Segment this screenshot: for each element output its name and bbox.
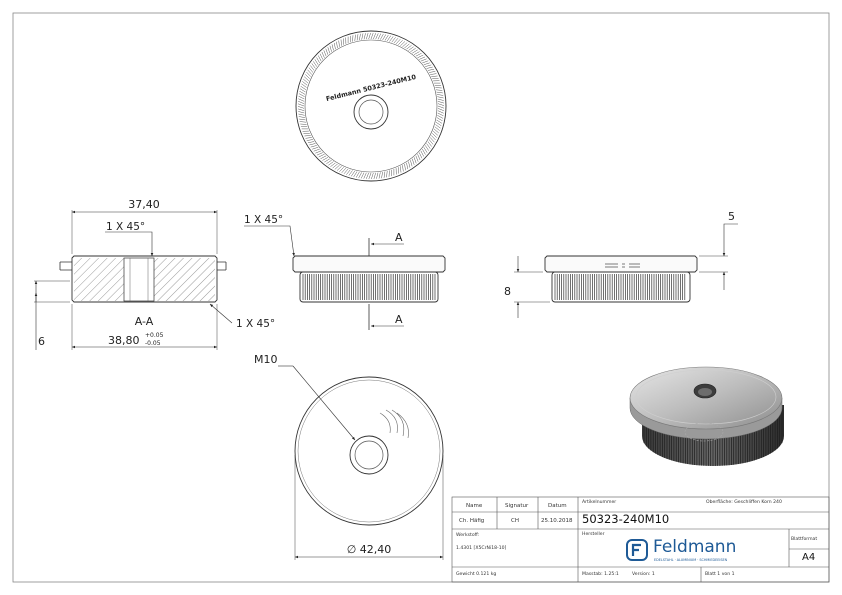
company-name: Feldmann	[653, 537, 737, 557]
tb-werkstoff-value: 1.4301 [X5CrNi18-10]	[456, 546, 507, 551]
dim-height-8: 8	[504, 285, 511, 298]
dim-overall-width: 37,40	[128, 198, 160, 211]
side-view: 5 8	[504, 210, 738, 318]
feldmann-logo: Feldmann EDELSTAHL · ALUMINIUM · SCHMIED…	[625, 536, 737, 568]
dim-side-chamfer: 1 X 45°	[244, 214, 283, 226]
engraving-text: Feldmann 50323-240M10	[325, 73, 417, 103]
tb-version: Version: 1	[632, 572, 655, 577]
front-view: 1 X 45° A A	[244, 214, 446, 330]
tb-header-datum: Datum	[548, 503, 567, 509]
knurl-ring	[297, 32, 445, 180]
tb-blattformat-label: Blattformat	[791, 537, 818, 542]
tb-blatt: Blatt 1 von 1	[705, 572, 735, 577]
dim-thread: M10	[254, 353, 278, 366]
section-label: A-A	[135, 315, 154, 328]
dim-diameter: ∅ 42,40	[347, 543, 392, 556]
tb-role: Ch. Häfig	[459, 518, 485, 524]
tb-artikel-label: Artikelnummer	[582, 500, 617, 505]
tb-massstab: Masstab: 1.25:1	[582, 572, 619, 577]
tb-blattformat-value: A4	[802, 552, 816, 563]
dim-top-chamfer: 1 X 45°	[106, 221, 145, 233]
dim-base-width: 38,80	[108, 334, 140, 347]
tb-date: 25.10.2018	[541, 518, 573, 524]
sheet-border	[12, 12, 830, 583]
company-tagline: EDELSTAHL · ALUMINIUM · SCHMIEDEEISEN	[654, 558, 728, 562]
tb-signature: CH	[511, 518, 519, 524]
tb-werkstoff-label: Werkstoff:	[456, 533, 480, 538]
tb-header-signatur: Signatur	[505, 503, 529, 509]
dim-bottom-chamfer: 1 X 45°	[236, 318, 275, 330]
section-view-a-a: 37,40 1 X 45° A-A 38,80 +0.05 -0.05 6 1 …	[34, 198, 275, 350]
section-mark-top: A	[395, 231, 403, 244]
dim-height-6: 6	[38, 335, 45, 348]
bottom-view: M10 ∅ 42,40	[254, 353, 444, 560]
tb-gewicht: Gewicht 0.121 kg	[456, 572, 497, 577]
dim-tol-lower: -0.05	[145, 340, 161, 347]
tb-hersteller-label: Hersteller	[582, 532, 605, 537]
section-mark-bottom: A	[395, 313, 403, 326]
isometric-render	[629, 366, 784, 466]
dim-height-5: 5	[728, 210, 735, 223]
dim-tol-upper: +0.05	[145, 332, 164, 339]
tb-oberflaeche: Oberfläche: Geschliffen Korn 240	[706, 500, 782, 505]
side-knurl	[554, 274, 686, 300]
feldmann-mark-icon	[626, 539, 648, 561]
front-knurl	[302, 274, 436, 300]
title-block-grid	[451, 496, 830, 583]
tb-artikel-value: 50323-240M10	[582, 512, 670, 526]
tb-header-name: Name	[466, 503, 483, 509]
top-view: Feldmann 50323-240M10	[295, 30, 447, 182]
